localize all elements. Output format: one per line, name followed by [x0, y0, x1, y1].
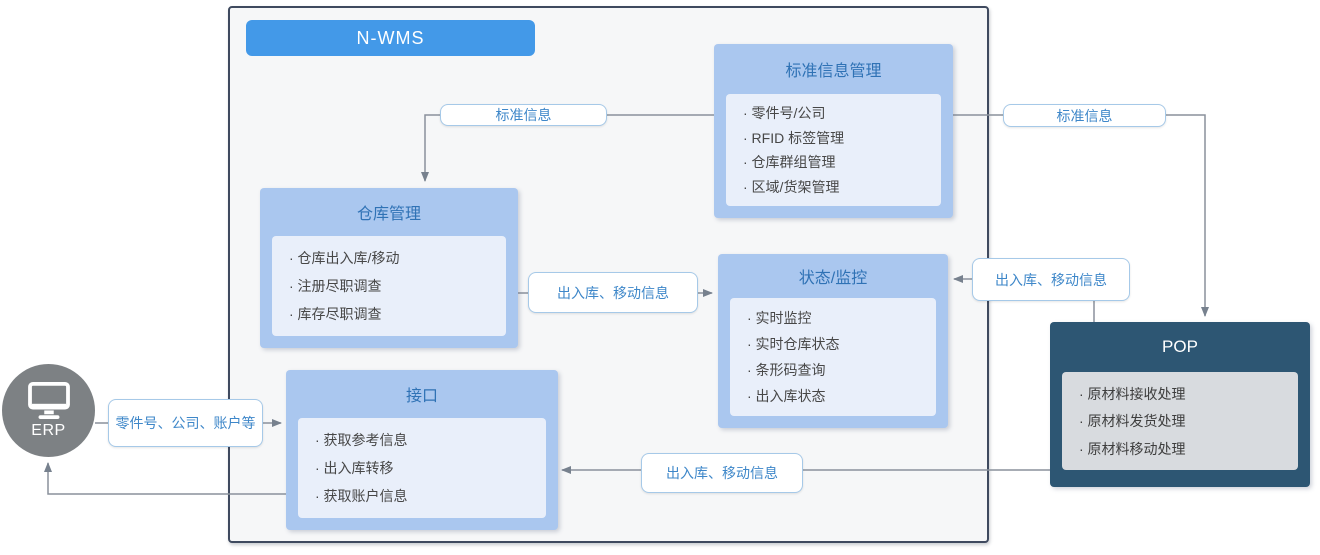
module-standard-info: 标准信息管理 · 零件号/公司 · RFID 标签管理 · 仓库群组管理 · 区… [714, 44, 953, 218]
module-interface-body: · 获取参考信息 · 出入库转移 · 获取账户信息 [298, 418, 546, 518]
module-item: · 获取账户信息 [315, 488, 408, 504]
module-item: · 条形码查询 [747, 362, 826, 378]
module-item: · 仓库出入库/移动 [289, 250, 400, 266]
connector-label-standard-info-left: 标准信息 [440, 104, 607, 126]
module-warehouse-title: 仓库管理 [356, 206, 421, 223]
module-item: · RFID 标签管理 [743, 129, 845, 146]
arrow-stdinfo-to-warehouse [421, 114, 714, 182]
connector-label-erp-feed: 零件号、公司、账户等 [108, 399, 263, 447]
module-status-monitor-title: 状态/监控 [798, 270, 868, 287]
module-interface: 接口 · 获取参考信息 · 出入库转移 · 获取账户信息 [286, 370, 558, 530]
module-interface-title: 接口 [405, 388, 438, 405]
module-warehouse-body: · 仓库出入库/移动 · 注册尽职调查 · 库存尽职调查 [272, 236, 506, 336]
module-item: · 原材料移动处理 [1079, 440, 1186, 457]
module-pop-title: POP [1162, 337, 1198, 356]
erp-node: ERP [2, 364, 95, 457]
arrow-interface-to-erp [44, 462, 286, 495]
module-item: · 原材料发货处理 [1079, 413, 1186, 429]
module-standard-info-title: 标准信息管理 [785, 63, 882, 80]
module-status-monitor-body: · 实时监控 · 实时仓库状态 · 条形码查询 · 出入库状态 [730, 298, 936, 416]
module-pop: POP · 原材料接收处理 · 原材料发货处理 · 原材料移动处理 [1050, 322, 1310, 487]
module-warehouse: 仓库管理 · 仓库出入库/移动 · 注册尽职调查 · 库存尽职调查 [260, 188, 518, 348]
module-item: · 原材料接收处理 [1079, 385, 1186, 402]
module-item: · 出入库状态 [747, 388, 826, 404]
connector-label-inout-mid: 出入库、移动信息 [528, 272, 698, 313]
module-item: · 实时监控 [747, 310, 812, 326]
erp-label: ERP [31, 422, 66, 439]
connector-label-inout-bottom: 出入库、移动信息 [641, 453, 803, 493]
module-item: · 实时仓库状态 [747, 336, 840, 352]
connector-label-standard-info-right: 标准信息 [1003, 104, 1166, 127]
module-item: · 区域/货架管理 [743, 179, 840, 196]
module-standard-info-body: · 零件号/公司 · RFID 标签管理 · 仓库群组管理 · 区域/货架管理 [726, 94, 941, 206]
module-item: · 注册尽职调查 [289, 278, 382, 294]
module-item: · 库存尽职调查 [289, 306, 382, 322]
module-pop-body: · 原材料接收处理 · 原材料发货处理 · 原材料移动处理 [1062, 372, 1298, 470]
module-item: · 出入库转移 [315, 460, 394, 476]
connector-label-inout-right: 出入库、移动信息 [972, 258, 1130, 301]
module-item: · 零件号/公司 [743, 104, 826, 121]
module-status-monitor: 状态/监控 · 实时监控 · 实时仓库状态 · 条形码查询 · 出入库状态 [718, 254, 948, 428]
system-title: N-WMS [356, 27, 425, 48]
module-item: · 获取参考信息 [315, 432, 408, 448]
module-item: · 仓库群组管理 [743, 154, 836, 171]
system-title-badge: N-WMS [246, 20, 535, 56]
monitor-icon [27, 381, 70, 419]
